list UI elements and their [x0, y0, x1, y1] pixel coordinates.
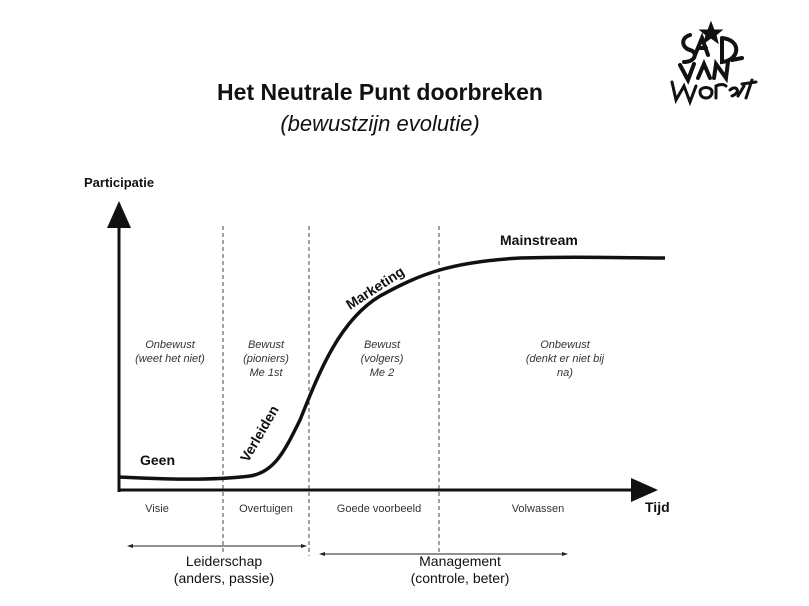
- svg-text:(denkt er niet bij: (denkt er niet bij: [526, 353, 605, 365]
- svg-text:na): na): [557, 367, 573, 379]
- svg-text:Management: Management: [419, 553, 501, 569]
- zone-4: Onbewust (denkt er niet bij na) Volwasse…: [512, 339, 605, 515]
- svg-text:Volwassen: Volwassen: [512, 503, 565, 515]
- curve-label-mainstream: Mainstream: [500, 232, 578, 248]
- svg-text:(weet het niet): (weet het niet): [135, 353, 205, 365]
- svg-text:Me 1st: Me 1st: [249, 367, 283, 379]
- svg-text:Visie: Visie: [145, 503, 169, 515]
- svg-text:Bewust: Bewust: [248, 339, 285, 351]
- zone-1: Onbewust (weet het niet) Visie: [135, 339, 205, 515]
- svg-text:Bewust: Bewust: [364, 339, 401, 351]
- span-leiderschap: Leiderschap (anders, passie): [174, 553, 274, 586]
- logo: [670, 20, 758, 107]
- x-axis-label: Tijd: [645, 499, 670, 515]
- y-axis-label: Participatie: [84, 175, 154, 190]
- zone-2: Bewust (pioniers) Me 1st Overtuigen: [239, 339, 293, 515]
- svg-text:Me 2: Me 2: [370, 367, 394, 379]
- svg-text:Leiderschap: Leiderschap: [186, 553, 262, 569]
- svg-text:(controle, beter): (controle, beter): [411, 570, 510, 586]
- s-curve: [118, 255, 666, 481]
- curve-label-geen: Geen: [140, 452, 175, 468]
- span-management: Management (controle, beter): [411, 553, 510, 586]
- svg-text:(anders, passie): (anders, passie): [174, 570, 274, 586]
- subtitle: (bewustzijn evolutie): [280, 111, 479, 136]
- svg-text:(volgers): (volgers): [361, 353, 404, 365]
- curve-label-verleiden: Verleiden: [237, 403, 282, 465]
- title: Het Neutrale Punt doorbreken: [217, 79, 543, 105]
- svg-text:Overtuigen: Overtuigen: [239, 503, 293, 515]
- svg-text:Onbewust: Onbewust: [540, 339, 590, 351]
- svg-text:Onbewust: Onbewust: [145, 339, 195, 351]
- svg-text:(pioniers): (pioniers): [243, 353, 289, 365]
- zone-dividers: [222, 226, 440, 556]
- svg-text:Goede voorbeeld: Goede voorbeeld: [337, 503, 421, 515]
- zone-3: Bewust (volgers) Me 2 Goede voorbeeld: [337, 339, 421, 515]
